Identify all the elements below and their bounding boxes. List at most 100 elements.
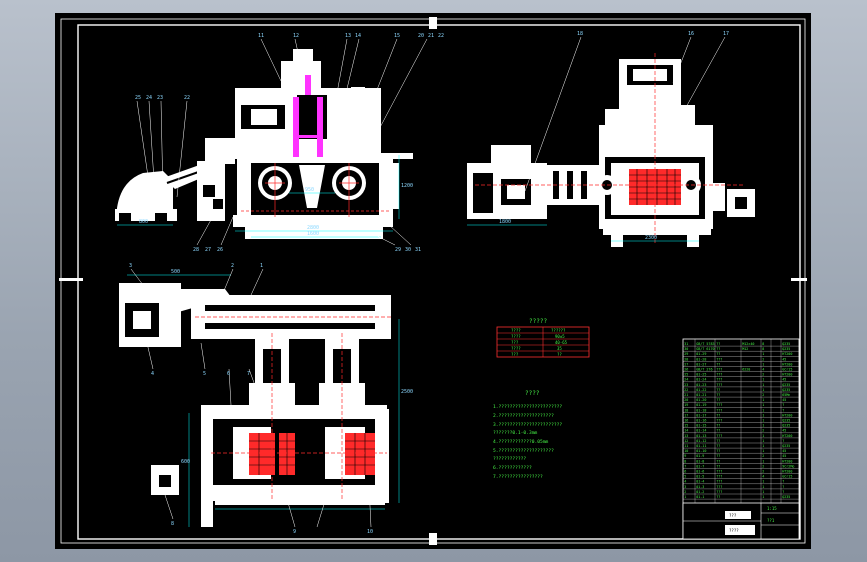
callout-30: 30 [405,247,411,253]
bom-cell: 01-11 [696,444,706,448]
bom-cell: Q235 [782,388,790,392]
bom-cell: 01-13 [696,434,706,438]
bom-cell: 9 [684,454,686,458]
note-line: 2.???????????????????? [493,413,554,419]
dim-plan-top: 500 [171,269,180,275]
bom-cell: 29 [684,352,688,356]
bom-cell: ??? [716,403,722,407]
bom-cell: 22 [684,388,688,392]
bom-cell: Q235 [782,444,790,448]
bom-cell: M12×40 [742,342,754,346]
note-line: 6.???????????? [493,465,532,471]
bom-cell: HT200 [782,373,792,377]
bom-cell: HT200 [782,434,792,438]
bom-cell: 01-12 [696,439,706,443]
bom-cell: 01-16 [696,419,706,423]
bom-cell: 1 [762,490,764,494]
bom-cell: 8 [762,347,764,351]
callout-27: 27 [205,247,211,253]
bom-cell: 4 [684,480,686,484]
bom-cell: ?? [716,439,720,443]
tech-cell: ??? [511,352,519,357]
bom-cell: 2 [762,464,764,468]
bom-cell: 2 [762,470,764,474]
scale-value: 1:15 [767,506,777,511]
callout-28: 28 [193,247,199,253]
callout-4: 4 [151,371,154,377]
bom-cell: 1 [762,480,764,484]
bom-cell: ? [782,408,784,412]
bom-cell: ?? [716,362,720,366]
bom-cell: 18 [684,408,688,412]
bom-cell: HT200 [782,413,792,417]
bom-cell: GB/T 276 [696,368,712,372]
bom-cell: 12 [684,439,688,443]
note-line: 5.???????????????????? [493,448,554,454]
bom-cell: 1 [762,419,764,423]
bom-cell: 13 [684,434,688,438]
bom-cell: 01-5 [696,475,704,479]
dim-side-motor: 1800 [499,219,511,225]
bom-cell: 21 [684,393,688,397]
bom-cell: ? [782,439,784,443]
plan-view: 2500 600 500 3 2 1 [119,263,413,535]
bom-cell: 1 [762,444,764,448]
bom-cell: Q235 [782,495,790,499]
bom-cell: GCr15 [782,475,792,479]
callout-3: 3 [129,263,132,269]
bom-cell: ?? [716,347,720,351]
bom-cell: 01-25 [696,373,706,377]
callout-22: 22 [438,33,444,39]
bom-cell: Q235 [782,342,790,346]
bom-cell: 45 [782,398,786,402]
bom-cell: ??? [716,378,722,382]
dim-motor-base: 800 [139,219,148,225]
callout-15: 15 [394,33,400,39]
bom-cell: 01-20 [696,398,706,402]
callout-17: 17 [723,31,729,37]
bom-cell: ?? [716,413,720,417]
drawing-sheet[interactable]: 2800 1600 1200 800 950 [55,13,811,549]
bom-cell: ?? [716,464,720,468]
bom-cell: 5 [684,475,686,479]
dim-front-inner: 1600 [307,231,319,237]
bom-cell: ? [782,403,784,407]
bom-cell: 6 [684,470,686,474]
bom-cell: ??? [716,383,722,387]
bom-cell: ? [782,490,784,494]
bom-cell: 1 [762,352,764,356]
bom-cell: 1 [762,398,764,402]
tech-cell: 90±5 [555,334,565,339]
bom-cell: 9Cr2Mo [782,464,794,468]
bom-cell: 1 [762,449,764,453]
bom-cell: ??? [716,408,722,412]
bom-cell: 01-23 [696,383,706,387]
bom-cell: ??? [716,419,722,423]
bom-cell: 45 [782,378,786,382]
bom-cell: 3 [684,485,686,489]
bom-cell: ??? [716,357,722,361]
bom-cell: 01-1 [696,495,704,499]
bom-cell: ?? [716,444,720,448]
bom-cell: Q235 [782,383,790,387]
bom-cell: 2 [762,373,764,377]
bom-cell: GB/T 6170 [696,347,714,351]
bom-cell: 1 [762,439,764,443]
callout-31: 31 [415,247,421,253]
bom-cell: 01-15 [696,424,706,428]
bom-cell: 45 [782,449,786,453]
bom-cell: 45 [782,454,786,458]
bom-cell: 11 [684,444,688,448]
bom-cell: 4 [762,475,764,479]
callout-5: 5 [203,371,206,377]
bom-cell: ?? [716,429,720,433]
bom-cell: ?? [716,393,720,397]
dim-front-width: 2800 [307,225,319,231]
bom-cell: ??? [716,434,722,438]
bom-cell: 6220 [742,368,750,372]
bom-cell: 1 [762,383,764,387]
bom-cell: 2 [762,429,764,433]
bom-cell: 8 [684,459,686,463]
